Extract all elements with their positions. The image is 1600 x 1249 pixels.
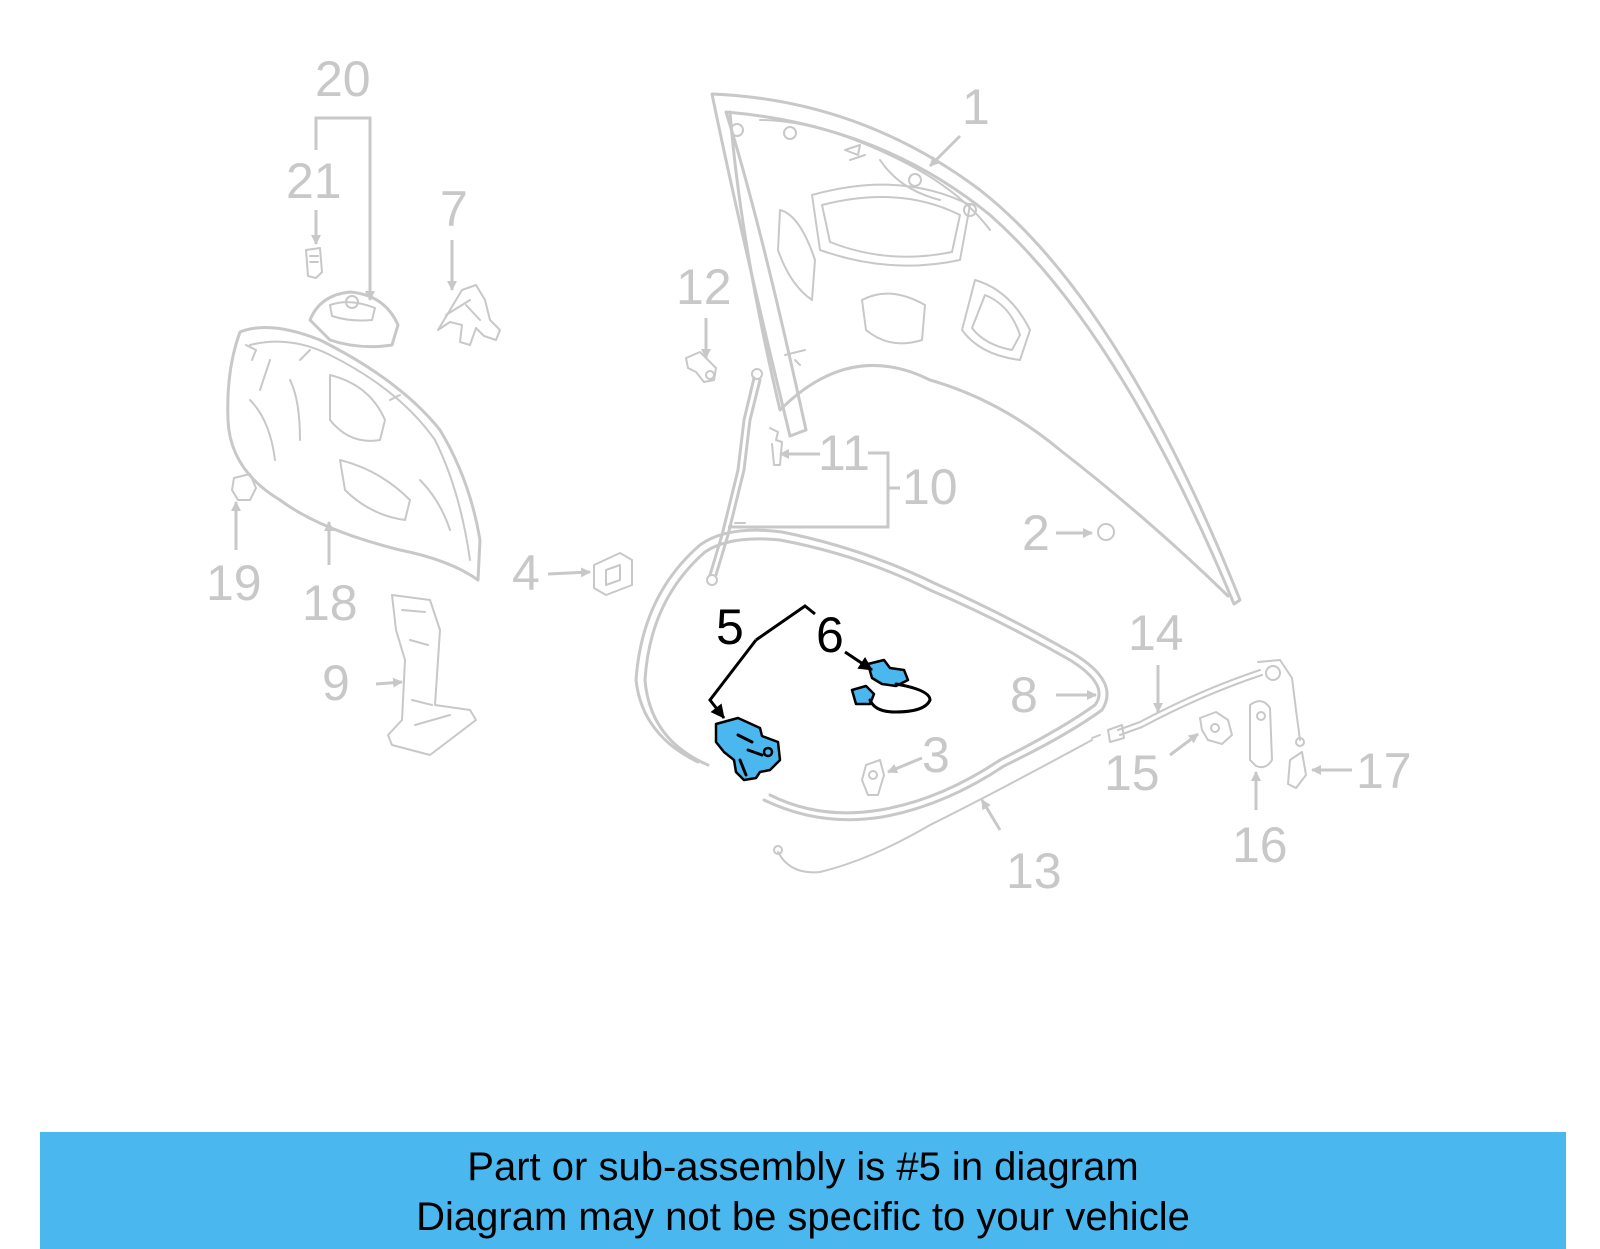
callout-11: 11 [818, 425, 870, 481]
callout-labels: 1 2 3 4 5 6 7 8 9 10 11 12 13 14 15 16 1… [206, 51, 1412, 899]
callout-12: 12 [676, 259, 732, 315]
nozzle-part-21 [305, 247, 323, 279]
callout-2: 2 [1022, 505, 1050, 561]
callout-16: 16 [1232, 817, 1288, 873]
hinge-part-7 [437, 284, 501, 346]
callout-3: 3 [922, 727, 950, 783]
release-cable-part-13 [773, 734, 1101, 874]
callout-6: 6 [816, 607, 844, 663]
callout-18: 18 [302, 575, 358, 631]
hood-insulator-part-18 [226, 326, 482, 582]
handle-bracket-part-15 [1199, 711, 1233, 745]
bumper-stop-part-12 [685, 351, 717, 383]
callout-9: 9 [322, 655, 350, 711]
callout-15: 15 [1104, 745, 1160, 801]
bracket-part-4 [593, 552, 633, 596]
callout-17: 17 [1356, 743, 1412, 799]
release-handle-part-16 [1249, 700, 1273, 769]
ball-stud-part-11 [769, 427, 783, 466]
banner-line-part: Part or sub-assembly is #5 in diagram [467, 1145, 1139, 1189]
callout-19: 19 [206, 555, 262, 611]
hood-latch-assembly-part-5 [714, 716, 782, 782]
callout-4: 4 [512, 545, 540, 601]
hood-strut-part-10 [706, 368, 763, 586]
clip-part-17 [1287, 751, 1307, 789]
callout-14: 14 [1128, 605, 1184, 661]
washer-part-20 [308, 290, 400, 349]
banner-line-disclaimer: Diagram may not be specific to your vehi… [416, 1195, 1190, 1239]
support-part-9 [387, 594, 477, 756]
leader-lines [231, 116, 1352, 831]
callout-10: 10 [902, 459, 958, 515]
callout-20: 20 [315, 51, 371, 107]
callout-21: 21 [286, 153, 342, 209]
callout-7: 7 [440, 181, 468, 237]
clip-part-19 [231, 473, 257, 501]
latch-harness-part-6 [850, 658, 932, 714]
grommet-part-2 [1097, 523, 1115, 541]
callout-13: 13 [1006, 843, 1062, 899]
clip-part-3 [861, 759, 885, 796]
part-info-banner: Part or sub-assembly is #5 in diagram Di… [40, 1132, 1566, 1249]
callout-8: 8 [1010, 667, 1038, 723]
hood-panel [710, 92, 1242, 606]
cable-part-14 [1107, 659, 1305, 747]
weatherstrip-part-8 [634, 528, 1109, 822]
callout-5: 5 [716, 599, 744, 655]
parts-diagram: 1 2 3 4 5 6 7 8 9 10 11 12 13 14 15 16 1… [206, 51, 1412, 899]
callout-1: 1 [962, 79, 990, 135]
